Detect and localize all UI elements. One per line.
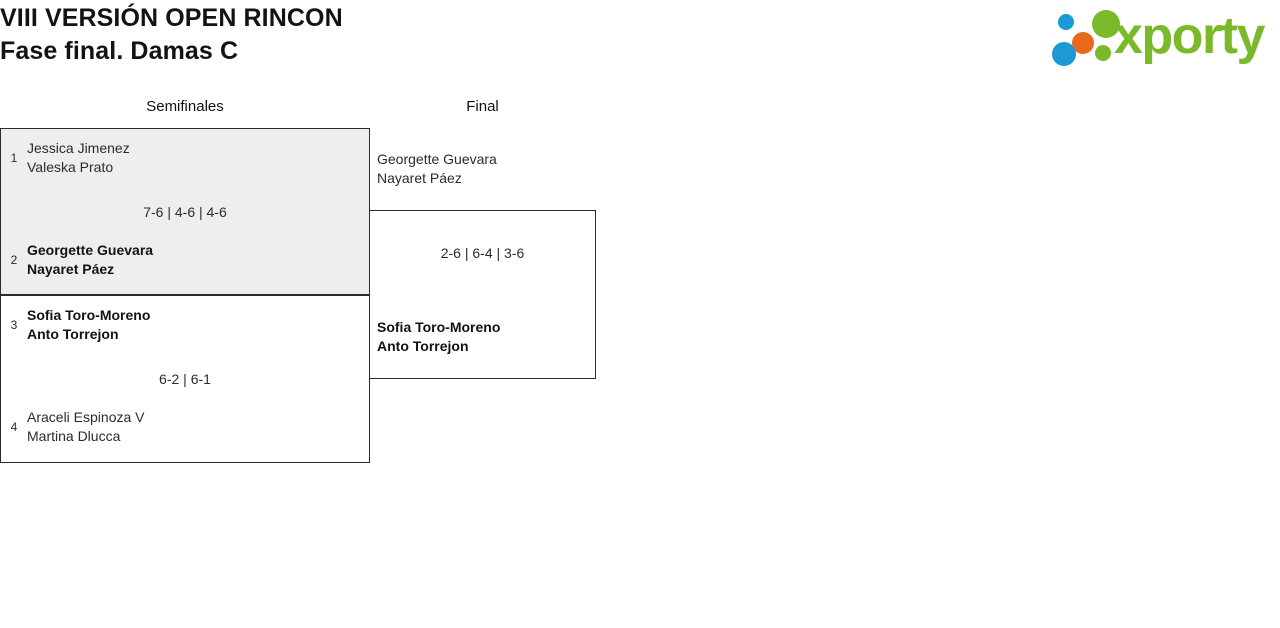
match-team-bottom[interactable]: 4 Araceli Espinoza V Martina Dlucca: [1, 408, 369, 446]
team-players: Sofia Toro-Moreno Anto Torrejon: [27, 306, 150, 344]
team-players: Georgette Guevara Nayaret Páez: [27, 241, 153, 279]
team-player-1: Georgette Guevara: [27, 242, 154, 258]
match-semifinal-1[interactable]: 1 Jessica Jimenez Valeska Prato 7-6 | 4-…: [0, 128, 370, 295]
tournament-title-block: VIII VERSIÓN OPEN RINCON Fase final. Dam…: [0, 2, 343, 68]
team-seed: 2: [10, 253, 18, 267]
team-player-1: Jessica Jimenez: [27, 140, 130, 156]
match-semifinal-2[interactable]: 3 Sofia Toro-Moreno Anto Torrejon 6-2 | …: [0, 295, 370, 463]
team-seed: 1: [10, 151, 18, 165]
final-team-top[interactable]: Georgette Guevara Nayaret Páez: [369, 150, 497, 188]
match-team-bottom[interactable]: 2 Georgette Guevara Nayaret Páez: [1, 241, 369, 279]
team-player-1: Sofia Toro-Moreno: [377, 319, 501, 335]
page-title: VIII VERSIÓN OPEN RINCON: [0, 4, 343, 32]
team-player-2: Nayaret Páez: [27, 261, 115, 277]
logo-dot-blue-small: [1058, 14, 1074, 30]
logo-dot-blue-large: [1052, 42, 1076, 66]
match-score: 7-6 | 4-6 | 4-6: [143, 204, 227, 220]
team-players: Jessica Jimenez Valeska Prato: [27, 139, 130, 177]
round-header-semifinals: Semifinales: [146, 98, 224, 115]
match-team-top[interactable]: 3 Sofia Toro-Moreno Anto Torrejon: [1, 306, 369, 344]
team-seed: 4: [10, 420, 18, 434]
final-team-bottom[interactable]: Sofia Toro-Moreno Anto Torrejon: [369, 318, 500, 356]
match-final[interactable]: [369, 210, 596, 379]
round-header-final: Final: [466, 98, 499, 115]
team-player-2: Anto Torrejon: [377, 338, 469, 354]
team-player-2: Martina Dlucca: [27, 428, 121, 444]
logo-dot-orange: [1072, 32, 1094, 54]
final-score: 2-6 | 6-4 | 3-6: [440, 245, 525, 261]
page-subtitle: Fase final. Damas C: [0, 37, 239, 65]
team-player-2: Valeska Prato: [27, 159, 114, 175]
logo-dot-green-small: [1095, 45, 1111, 61]
logo-wordmark: xporty: [1114, 7, 1265, 65]
logo-dots-icon: [1050, 8, 1120, 66]
team-players: Araceli Espinoza V Martina Dlucca: [27, 408, 145, 446]
page-header: VIII VERSIÓN OPEN RINCON Fase final. Dam…: [0, 0, 1280, 80]
xporty-logo[interactable]: xporty: [1050, 7, 1274, 66]
team-player-1: Araceli Espinoza V: [27, 409, 145, 425]
team-player-1: Sofia Toro-Moreno: [27, 307, 151, 323]
team-player-2: Nayaret Páez: [377, 170, 462, 186]
team-player-2: Anto Torrejon: [27, 326, 119, 342]
match-team-top[interactable]: 1 Jessica Jimenez Valeska Prato: [1, 139, 369, 177]
team-players: Sofia Toro-Moreno Anto Torrejon: [377, 318, 500, 356]
team-player-1: Georgette Guevara: [377, 151, 497, 167]
match-score: 6-2 | 6-1: [159, 371, 211, 387]
team-players: Georgette Guevara Nayaret Páez: [377, 150, 497, 188]
team-seed: 3: [10, 318, 18, 332]
logo-dot-green-large: [1092, 10, 1120, 38]
